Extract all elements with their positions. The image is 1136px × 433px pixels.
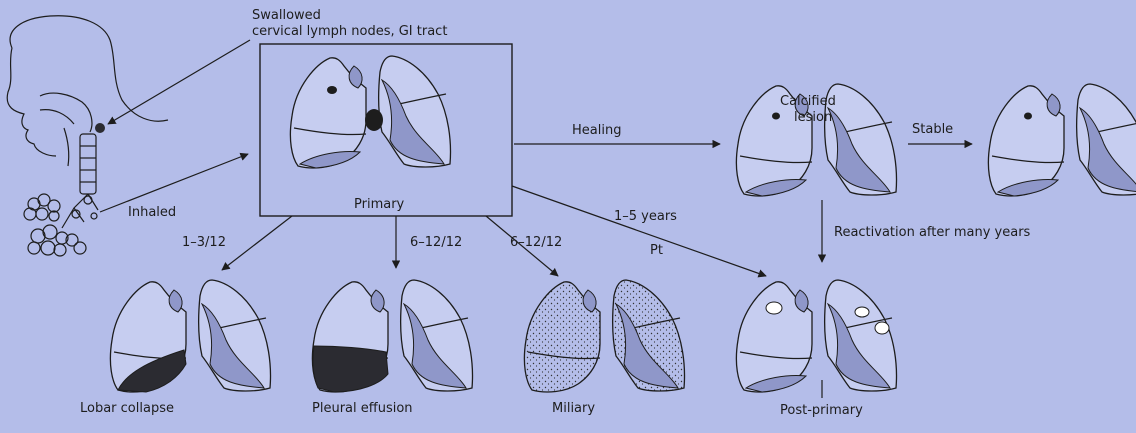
primary-label: Primary: [354, 197, 405, 212]
calcified-label: Calcified: [780, 94, 836, 109]
ghon-focus: [327, 86, 337, 94]
inhaled-label: Inhaled: [128, 205, 176, 220]
time-pleural-label: 6–12/12: [410, 235, 462, 250]
calcified-focus: [772, 113, 780, 120]
time-lobar-label: 1–3/12: [182, 235, 226, 250]
calcified-focus: [1024, 113, 1032, 120]
hilar-lymph-node: [365, 109, 383, 131]
calcified-sublabel: lesion: [794, 110, 832, 125]
lobar-collapse-label: Lobar collapse: [80, 401, 174, 416]
swallowed-label: Swallowed: [252, 8, 321, 23]
cervical-lymph-node: [95, 123, 105, 133]
cavity-left-upper: [875, 322, 889, 334]
pleural-effusion-label: Pleural effusion: [312, 401, 413, 416]
healing-label: Healing: [572, 123, 621, 138]
cavity-left-apex: [855, 307, 869, 317]
time-miliary-label: 6–12/12: [510, 235, 562, 250]
miliary-label: Miliary: [552, 401, 595, 416]
pt-label: Pt: [650, 243, 663, 258]
one-to-five-years-label: 1–5 years: [614, 209, 677, 224]
stable-label: Stable: [912, 122, 953, 137]
post-primary-label: Post-primary: [780, 403, 863, 418]
swallowed-sublabel: cervical lymph nodes, GI tract: [252, 24, 447, 39]
cavity-right-apex: [766, 302, 782, 314]
reactivation-label: Reactivation after many years: [834, 225, 1031, 240]
